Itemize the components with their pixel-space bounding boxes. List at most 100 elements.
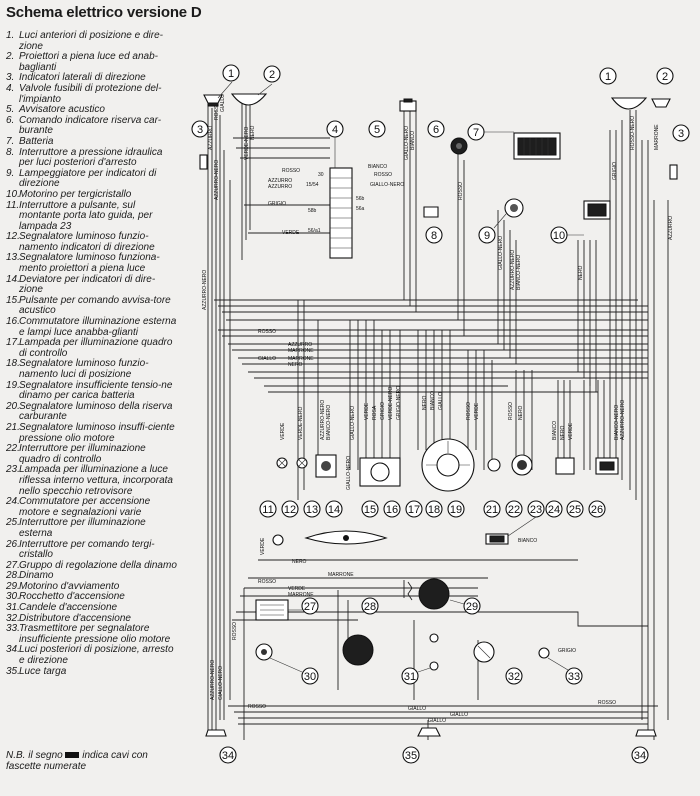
callout-32: 32 — [505, 667, 523, 685]
callout-number: 33 — [568, 671, 580, 683]
legend-item-number: 13. — [6, 252, 20, 264]
legend-item-number: 10. — [6, 188, 20, 200]
wire-label: VERDE — [282, 230, 300, 236]
legend-item-number: 20. — [6, 400, 20, 412]
legend-item-number: 32. — [6, 612, 20, 624]
component-dynamo — [342, 634, 374, 666]
component-headlamp-right — [610, 97, 648, 110]
terminal-label: 15/54 — [306, 182, 319, 188]
wire-label: AZZURRO — [288, 342, 312, 348]
legend-item-number: 30. — [6, 591, 20, 603]
callout-19: 19 — [447, 500, 465, 518]
callout-number: 3 — [678, 128, 684, 140]
callout-18: 18 — [425, 500, 443, 518]
wire-label: VERDE — [474, 402, 480, 420]
callout-number: 25 — [569, 504, 581, 516]
legend-item: 30.Rocchetto d'accensione — [6, 592, 178, 603]
callout-number: 13 — [306, 504, 318, 516]
legend-item: 20.Segnalatore luminoso della riserva ca… — [6, 400, 178, 423]
callout-number: 5 — [374, 124, 380, 136]
callout-number: 32 — [508, 671, 520, 683]
legend-item-text: Interruttore a pulsante, sul montante po… — [19, 199, 153, 232]
legend-item: 2.Proiettori a piena luce ed anab-baglia… — [6, 51, 178, 73]
component-distributor — [473, 641, 495, 663]
callout-2: 2 — [257, 65, 281, 96]
legend-item-number: 24. — [6, 496, 20, 508]
component-headlamp-left — [230, 93, 268, 106]
wire-label: ROSSO — [258, 579, 276, 585]
page-title: Schema elettrico versione D — [6, 4, 202, 21]
wire-label: GIALLO — [450, 712, 468, 718]
wire-label: NERO — [292, 559, 307, 565]
callout-27: 27 — [288, 597, 319, 615]
legend-item-text: Dinamo — [19, 570, 54, 582]
legend-item: 29.Motorino d'avviamento — [6, 581, 178, 593]
note-prefix: N.B. il segno — [6, 750, 63, 761]
legend-item-text: Lampada per illuminazione a luce rifless… — [19, 464, 173, 497]
legend-item: 32.Distributore d'accensione — [6, 612, 178, 625]
legend-item-text: Luci posteriori di posizione, arresto e … — [19, 644, 174, 667]
component-spark-plugs — [429, 633, 439, 671]
callout-number: 18 — [428, 504, 440, 516]
callout-number: 17 — [408, 504, 420, 516]
legend-item-number: 12. — [6, 231, 20, 243]
legend-item-text: Interruttore per comando tergi-cristallo — [19, 538, 155, 561]
legend-item-text: Comando indicatore riserva car-burante — [19, 114, 162, 137]
wire-label: ROSSO — [508, 402, 514, 420]
legend-item: 19.Segnalatore insufficiente tensio-ne d… — [6, 380, 178, 402]
callout-number: 12 — [284, 504, 296, 516]
wire-label: GRIGIO — [612, 162, 618, 180]
legend-item-text: Interruttore a pressione idraulica per l… — [19, 146, 163, 169]
legend-item-text: Interruttore per illuminazione quadro di… — [19, 443, 146, 465]
legend-item-text: Segnalatore luminoso insuffi-ciente pres… — [19, 421, 175, 444]
callout-number: 26 — [591, 504, 603, 516]
wire-label: VERDE-NERO — [244, 127, 250, 160]
component-side-indicator-left — [199, 154, 208, 170]
legend-item-number: 6. — [6, 114, 15, 126]
legend-item-text: Commutatore per accensione motore e segn… — [19, 496, 151, 518]
terminal-label: 56b — [356, 196, 365, 202]
wire-label: GIALLO — [428, 718, 446, 724]
callout-number: 19 — [450, 504, 462, 516]
callout-5: 5 — [368, 120, 386, 138]
component-oil-sender — [538, 647, 550, 659]
component-front-lamp-left — [203, 94, 223, 107]
callout-number: 15 — [364, 504, 376, 516]
legend-item-number: 21. — [6, 421, 20, 433]
wiring-diagram: AZZURRO-NERO AZZURRO-NERO AZZURRO ROSSO … — [191, 64, 690, 764]
callout-number: 7 — [473, 127, 479, 139]
legend-item-text: Rocchetto d'accensione — [19, 591, 125, 603]
callout-number: 34 — [222, 750, 234, 762]
callout-4: 4 — [326, 120, 344, 168]
wire-label: BIANCO-NERO — [614, 405, 620, 440]
wire-label: BIANCO — [410, 131, 416, 150]
legend-item-text: Batteria — [19, 135, 54, 147]
legend-item: 12.Segnalatore luminoso funzio-namento i… — [6, 231, 178, 253]
legend-item-text: Pulsante per comando avvisa-tore acustic… — [19, 294, 171, 317]
wire-label: NERO — [518, 405, 524, 420]
callout-28: 28 — [361, 597, 379, 615]
wire-label: NERO — [288, 362, 303, 368]
wire-label: ROSSO — [374, 172, 392, 178]
wire-label: ROSA — [372, 405, 378, 420]
callout-1-right: 1 — [599, 67, 617, 85]
callout-number: 1 — [228, 68, 234, 80]
component-indicator-lamps — [276, 457, 308, 469]
callout-22: 22 — [505, 500, 523, 518]
callout-8: 8 — [425, 226, 443, 244]
legend-item-number: 3. — [6, 72, 15, 84]
wire-label: GIALLO-NERO — [404, 126, 410, 160]
component-side-indicator-right — [669, 164, 678, 180]
legend-item: 18.Segnalatore luminoso funzio-namento l… — [6, 359, 178, 380]
wire-label: GIALLO-NERO — [346, 456, 352, 490]
legend-item: 14.Deviatore per indicatori di dire-zion… — [6, 274, 178, 296]
callout-11: 11 — [259, 500, 277, 518]
callout-24: 24 — [545, 500, 563, 518]
wire-label: NERO — [422, 395, 428, 410]
wire-label: AZZURRO — [208, 126, 214, 150]
wire-label: VERDE — [364, 402, 370, 420]
wire-label: AZZURRO-NERO — [510, 250, 516, 290]
wire-label: GIALLO — [258, 356, 276, 362]
wire-label: GIALLO — [438, 392, 444, 410]
wire-label: AZZURRO-NERO — [214, 160, 220, 200]
